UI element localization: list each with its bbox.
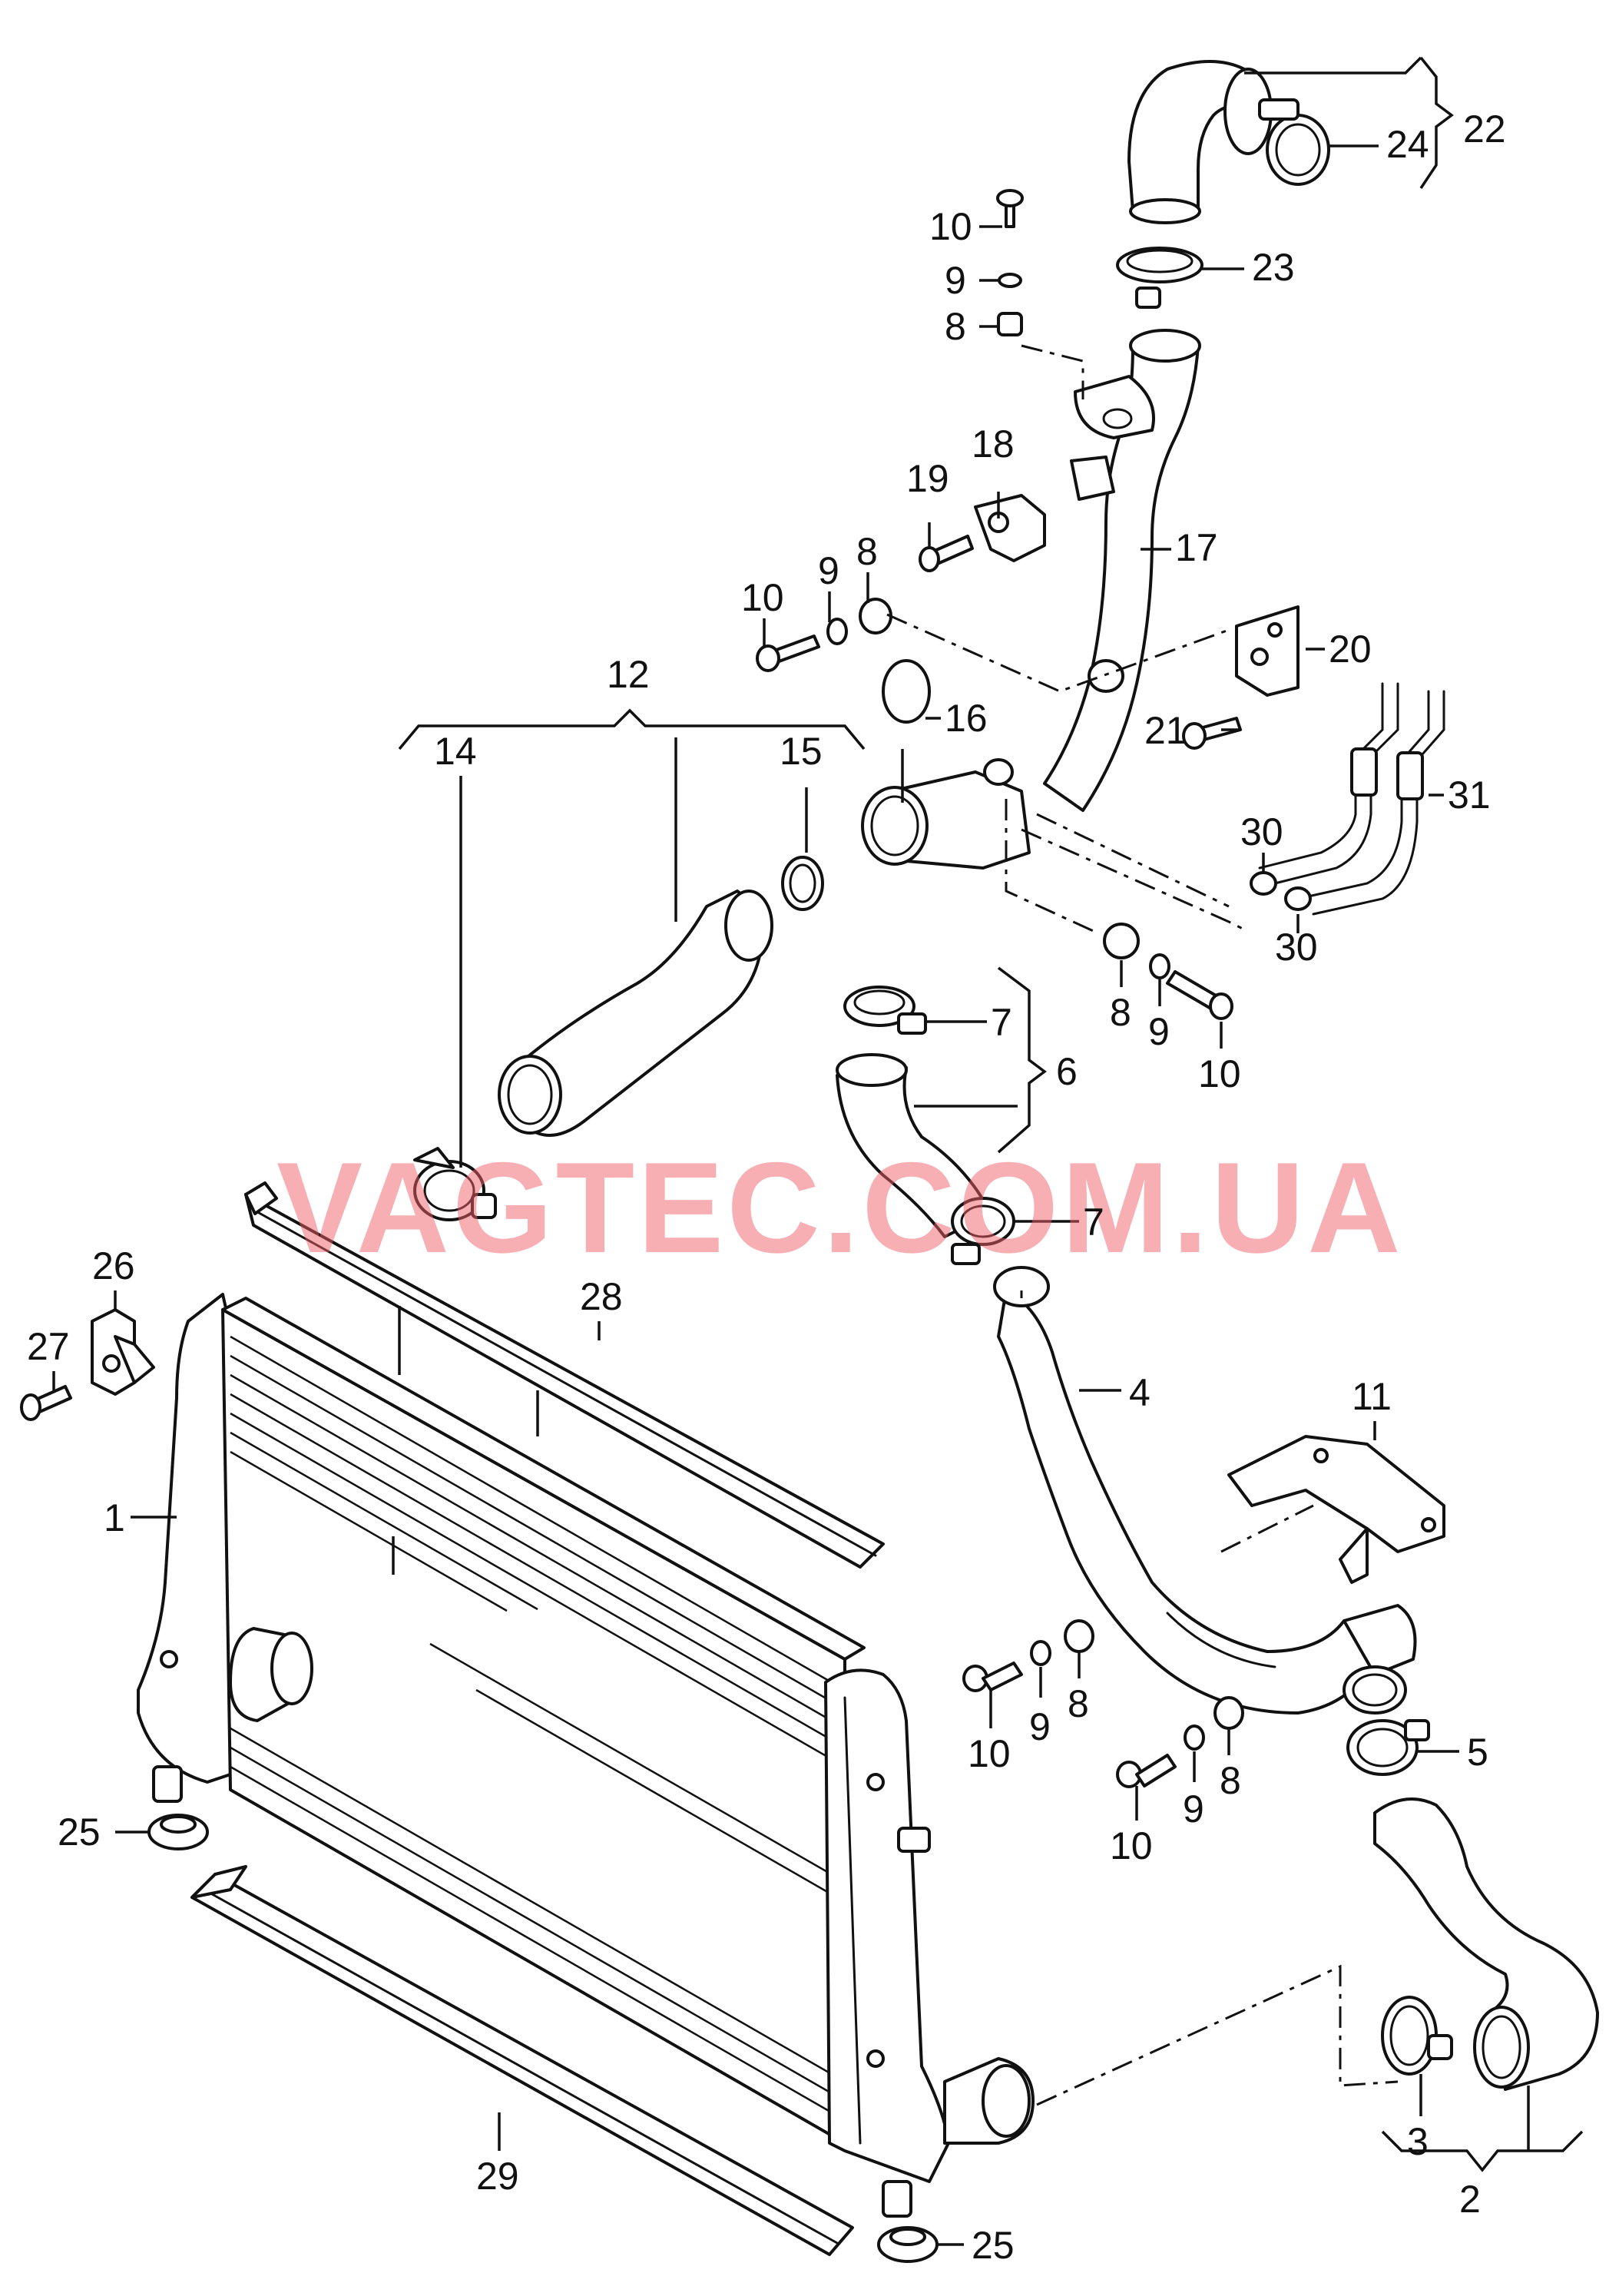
callout-8: 8 bbox=[1110, 991, 1131, 1034]
callout-23: 23 bbox=[1252, 246, 1295, 289]
callout-7: 7 bbox=[1083, 1201, 1104, 1244]
o-ring-15 bbox=[781, 856, 824, 911]
callout-22: 22 bbox=[1463, 108, 1506, 151]
callout-28: 28 bbox=[580, 1275, 623, 1318]
callout-10: 10 bbox=[1198, 1052, 1241, 1095]
callout-15: 15 bbox=[780, 730, 823, 773]
callout-29: 29 bbox=[476, 2155, 519, 2198]
connector-16 bbox=[861, 758, 1031, 870]
callout-labels: 22 24 23 10 9 8 18 19 17 10 9 8 20 12 16… bbox=[27, 108, 1506, 2267]
upper-trim-strip bbox=[244, 1181, 885, 1569]
reference-lines bbox=[886, 344, 1399, 2106]
rubber-mount-right bbox=[877, 2226, 939, 2263]
pressure-sensor bbox=[974, 494, 1046, 562]
hose-clamp-23 bbox=[1116, 247, 1203, 309]
screw-19 bbox=[919, 535, 974, 572]
hose-clamp-14 bbox=[413, 1147, 497, 1221]
hose-clamp-5 bbox=[1346, 1719, 1430, 1776]
bracket-11 bbox=[1227, 1435, 1445, 1584]
charge-air-pipe-4 bbox=[993, 1266, 1417, 1715]
callout-20: 20 bbox=[1329, 628, 1372, 671]
callout-24: 24 bbox=[1386, 123, 1429, 166]
callout-10: 10 bbox=[968, 1732, 1011, 1775]
callout-9: 9 bbox=[945, 259, 966, 302]
callout-8: 8 bbox=[1220, 1759, 1241, 1802]
upper-elbow-hose bbox=[1127, 60, 1273, 224]
callout-11: 11 bbox=[1352, 1375, 1392, 1418]
clip-30-lower bbox=[1284, 886, 1312, 911]
callout-1: 1 bbox=[104, 1496, 125, 1539]
seal-ring-16 bbox=[882, 659, 931, 724]
leader-lines bbox=[52, 56, 1584, 2246]
bracket-20 bbox=[1235, 605, 1300, 697]
callout-26: 26 bbox=[92, 1244, 135, 1287]
screw-21 bbox=[1182, 717, 1242, 750]
callout-31: 31 bbox=[1448, 774, 1491, 817]
callout-30: 30 bbox=[1275, 926, 1318, 969]
bolt-stack-mid-right bbox=[1103, 923, 1233, 1020]
lower-trim-strip bbox=[190, 1865, 854, 2256]
callout-19: 19 bbox=[906, 457, 949, 500]
callout-8: 8 bbox=[945, 305, 966, 348]
charge-air-pipe-17 bbox=[1043, 329, 1201, 812]
callout-7: 7 bbox=[991, 1001, 1012, 1044]
callout-18: 18 bbox=[972, 422, 1015, 465]
coolant-pipes-31 bbox=[1258, 682, 1445, 916]
bolt-stack-lower-right bbox=[1116, 1696, 1244, 1788]
callout-8: 8 bbox=[1068, 1682, 1089, 1725]
hose-clamp-7-upper bbox=[843, 986, 927, 1035]
watermark: VAGTEC.COM.UA bbox=[276, 1135, 1404, 1280]
callout-16: 16 bbox=[945, 697, 988, 740]
charge-air-hose-2 bbox=[1373, 1797, 1599, 2091]
callout-10: 10 bbox=[741, 576, 784, 619]
self-tapping-screw bbox=[20, 1385, 72, 1421]
callout-9: 9 bbox=[1029, 1705, 1051, 1748]
callout-17: 17 bbox=[1175, 526, 1218, 569]
callout-6: 6 bbox=[1056, 1050, 1078, 1093]
intercooler bbox=[137, 1293, 1035, 2218]
callout-21: 21 bbox=[1144, 709, 1187, 752]
callout-25: 25 bbox=[972, 2224, 1015, 2267]
hose-clamp-3 bbox=[1381, 1996, 1453, 2076]
callout-9: 9 bbox=[818, 549, 839, 592]
callout-30: 30 bbox=[1240, 810, 1283, 853]
callout-2: 2 bbox=[1459, 2178, 1481, 2221]
hose-clamp-24 bbox=[1258, 98, 1330, 186]
cooler-fins bbox=[230, 1335, 846, 2122]
hose-6 bbox=[836, 1053, 992, 1238]
callout-3: 3 bbox=[1407, 2120, 1429, 2163]
callout-4: 4 bbox=[1129, 1371, 1151, 1414]
callout-12: 12 bbox=[607, 653, 650, 696]
callout-10: 10 bbox=[929, 205, 972, 248]
bolt-stack-lower-left bbox=[962, 1619, 1094, 1692]
callout-10: 10 bbox=[1110, 1824, 1153, 1867]
callout-9: 9 bbox=[1148, 1010, 1170, 1053]
callout-9: 9 bbox=[1183, 1787, 1204, 1831]
callout-25: 25 bbox=[58, 1811, 101, 1854]
clip-30-upper bbox=[1250, 871, 1277, 896]
bolt-stack-top bbox=[996, 189, 1024, 336]
mounting-bracket bbox=[91, 1308, 155, 1396]
charge-air-hose-12 bbox=[498, 890, 773, 1137]
callout-5: 5 bbox=[1467, 1731, 1488, 1774]
rubber-mount-left bbox=[147, 1814, 209, 1850]
callout-8: 8 bbox=[856, 530, 878, 573]
callout-27: 27 bbox=[27, 1325, 70, 1368]
bolt-stack-mid-left bbox=[756, 598, 892, 672]
callout-14: 14 bbox=[434, 730, 477, 773]
